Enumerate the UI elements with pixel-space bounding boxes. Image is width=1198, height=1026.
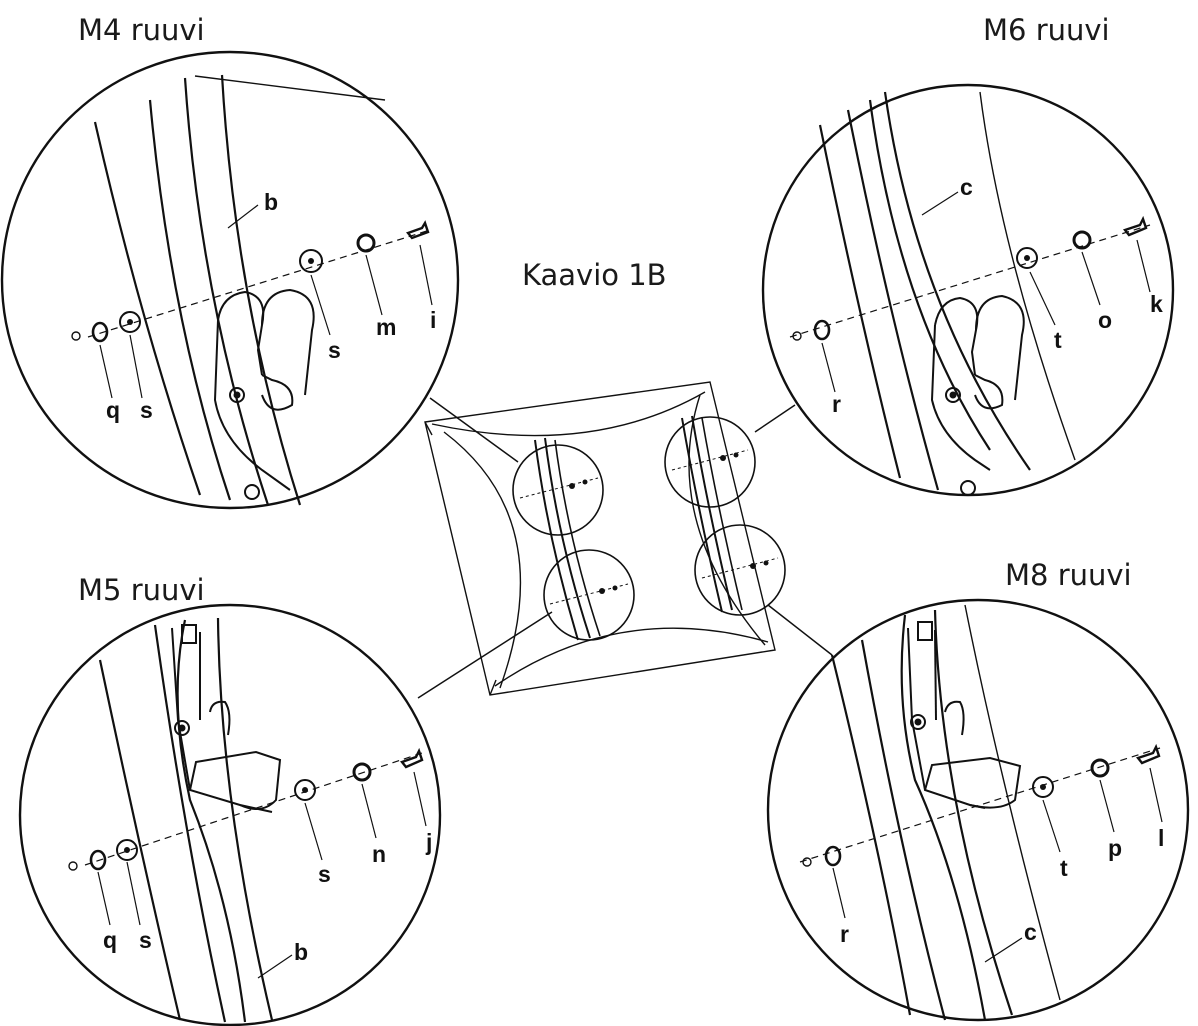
detail-m6: c t o k r xyxy=(761,83,1175,497)
label-c: c xyxy=(960,174,973,200)
insert-icon xyxy=(89,849,107,871)
washer-icon xyxy=(299,249,323,273)
label-m: m xyxy=(376,314,396,340)
connector-lines xyxy=(417,397,833,699)
label-t: t xyxy=(1054,327,1062,353)
detail-circle-m4 xyxy=(0,50,460,510)
leader-lines-m8 xyxy=(832,767,1163,963)
label-t: t xyxy=(1060,855,1068,881)
panel-title-m6: M6 ruuvi xyxy=(983,13,1110,47)
label-s: s xyxy=(328,337,341,363)
washer-icon xyxy=(294,779,316,801)
washer-icon xyxy=(1016,247,1038,269)
insert-icon xyxy=(824,845,842,867)
washer-icon xyxy=(119,311,141,333)
diagram-title: Kaavio 1B xyxy=(522,258,667,292)
nut-icon xyxy=(1072,230,1092,250)
fasteners-m5 xyxy=(68,747,424,871)
leader-lines-m4 xyxy=(99,204,433,399)
washer-icon xyxy=(1032,776,1054,798)
screw-icon xyxy=(1122,215,1148,237)
washer-hole-icon xyxy=(124,847,130,853)
washer-hole-icon xyxy=(302,787,308,793)
tv-frame-m4 xyxy=(93,74,386,506)
leader-lines-m5 xyxy=(97,771,427,979)
label-i: i xyxy=(430,307,436,333)
washer-hole-icon xyxy=(1040,784,1046,790)
nut-icon xyxy=(1090,758,1110,778)
label-s: s xyxy=(318,861,331,887)
washer-icon xyxy=(116,839,138,861)
fasteners-m6 xyxy=(792,215,1148,341)
insert-icon xyxy=(91,321,109,343)
tv-back-overview xyxy=(424,381,776,696)
panel-title-m4: M4 ruuvi xyxy=(78,13,205,47)
label-n: n xyxy=(372,841,386,867)
tv-frame-m5 xyxy=(98,617,274,1023)
label-r: r xyxy=(832,391,841,417)
label-b: b xyxy=(294,939,308,965)
nut-icon xyxy=(356,233,376,253)
tv-frame-m8 xyxy=(830,604,1061,1021)
l-bracket-m5 xyxy=(171,624,282,813)
axis-line-m8 xyxy=(799,747,1161,863)
label-k: k xyxy=(1150,291,1163,317)
nut-icon xyxy=(352,762,372,782)
screw-icon xyxy=(1135,743,1161,765)
washer-hole-icon xyxy=(1024,255,1030,261)
overview-detail-circles xyxy=(512,416,786,641)
insert-ring-icon xyxy=(71,331,81,341)
leader-lines-m6 xyxy=(821,191,1151,393)
detail-m4: b s m i q s xyxy=(0,50,460,510)
hook-bracket-m6 xyxy=(930,294,1025,496)
fasteners-m8 xyxy=(802,743,1161,867)
detail-circle-m5 xyxy=(18,603,442,1026)
washer-hole-icon xyxy=(127,319,133,325)
screw-icon xyxy=(406,220,430,240)
panel-title-m5: M5 ruuvi xyxy=(78,573,205,607)
detail-circle-m8 xyxy=(766,598,1190,1022)
label-s-back: s xyxy=(140,397,153,423)
hook-bracket-m4 xyxy=(213,288,315,500)
insert-icon xyxy=(813,319,831,341)
label-o: o xyxy=(1098,307,1112,333)
label-r: r xyxy=(840,921,849,947)
label-c: c xyxy=(1024,919,1037,945)
insert-ring-icon xyxy=(802,857,812,867)
detail-m8: t p l r c xyxy=(766,598,1190,1022)
panel-title-m8: M8 ruuvi xyxy=(1005,558,1132,592)
label-l: l xyxy=(1158,825,1164,851)
label-q: q xyxy=(106,397,120,423)
label-j: j xyxy=(425,829,432,855)
label-q: q xyxy=(103,927,117,953)
label-b: b xyxy=(264,189,278,215)
label-p: p xyxy=(1108,835,1122,861)
tv-frame-m6 xyxy=(818,91,1076,491)
detail-m5: s n j q s b xyxy=(18,603,442,1026)
insert-ring-icon xyxy=(68,861,78,871)
washer-hole-icon xyxy=(308,258,314,264)
label-s-back: s xyxy=(139,927,152,953)
screw-icon xyxy=(400,747,424,769)
fasteners-m4 xyxy=(71,220,430,343)
insert-ring-icon xyxy=(792,331,802,341)
